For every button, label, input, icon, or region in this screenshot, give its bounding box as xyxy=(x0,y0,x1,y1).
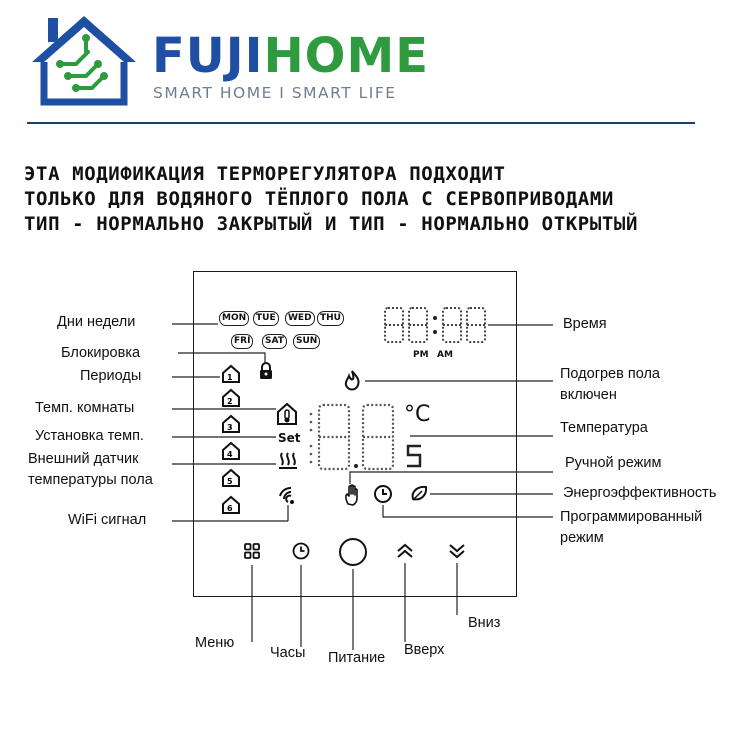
lock-icon xyxy=(260,362,272,379)
day-badge-sat: SAT xyxy=(262,334,287,349)
label-manual: Ручной режим xyxy=(565,455,662,471)
set-temp-small-digit xyxy=(406,444,422,468)
leaf-icon xyxy=(411,485,428,501)
period-2-icon: 2 xyxy=(222,388,240,407)
label-set-temp: Установка темп. xyxy=(35,428,144,444)
period-4-icon: 4 xyxy=(222,441,240,460)
label-room-temp: Темп. комнаты xyxy=(35,400,135,416)
thermometer-house-icon xyxy=(277,402,297,425)
svg-text:1: 1 xyxy=(227,373,233,382)
label-power: Питание xyxy=(328,650,386,666)
label-program-line-1: Программированный xyxy=(560,509,703,525)
brand-name-part2: HOME xyxy=(263,28,430,84)
brand-name-part1: FUJI xyxy=(152,28,264,84)
header-divider xyxy=(27,122,695,124)
menu-grid-icon[interactable] xyxy=(244,543,260,559)
double-chevron-up-icon[interactable] xyxy=(396,543,414,559)
clock-icon xyxy=(374,485,392,503)
day-badge-thu: THU xyxy=(317,311,344,326)
svg-text:4: 4 xyxy=(227,450,233,459)
label-up: Вверх xyxy=(404,642,445,658)
set-indicator: Set xyxy=(278,431,301,445)
fujihome-logo-icon xyxy=(32,16,136,106)
label-menu: Меню xyxy=(195,635,235,651)
flame-icon xyxy=(344,370,360,391)
label-heating-line-2: включен xyxy=(560,387,617,403)
label-weekdays: Дни недели xyxy=(57,314,136,330)
brand-tagline: SMART HOME I SMART LIFE xyxy=(153,84,397,102)
period-6-icon: 6 xyxy=(222,495,240,514)
wifi-icon xyxy=(279,487,294,504)
label-down: Вниз xyxy=(468,615,501,631)
day-badge-tue: TUE xyxy=(253,311,279,326)
label-program-line-2: режим xyxy=(560,530,604,546)
label-clock: Часы xyxy=(270,645,306,661)
celsius-unit: °C xyxy=(404,402,431,427)
headline-line-3: ТИП - НОРМАЛЬНО ЗАКРЫТЫЙ И ТИП - НОРМАЛЬ… xyxy=(24,213,638,235)
period-5-icon: 5 xyxy=(222,468,240,487)
brand-name: FUJIHOME xyxy=(152,32,429,80)
heat-waves-icon xyxy=(279,452,297,469)
label-periods: Периоды xyxy=(80,368,142,384)
day-badge-mon: MON xyxy=(219,311,250,326)
thermostat-panel xyxy=(193,271,517,597)
day-badge-wed: WED xyxy=(285,311,315,326)
label-floor-sensor-line-1: Внешний датчик xyxy=(28,451,139,467)
power-ring-icon[interactable] xyxy=(338,537,368,567)
label-wifi: WiFi сигнал xyxy=(68,512,147,528)
svg-text:2: 2 xyxy=(227,397,233,406)
headline-line-1: ЭТА МОДИФИКАЦИЯ ТЕРМОРЕГУЛЯТОРА ПОДХОДИТ xyxy=(24,163,506,185)
double-chevron-down-icon[interactable] xyxy=(448,543,466,559)
headline-line-2: ТОЛЬКО ДЛЯ ВОДЯНОГО ТЁПЛОГО ПОЛА С СЕРВО… xyxy=(24,188,614,210)
period-3-icon: 3 xyxy=(222,414,240,433)
label-lock: Блокировка xyxy=(61,345,141,361)
label-temperature: Температура xyxy=(560,420,648,436)
svg-text:6: 6 xyxy=(227,504,233,513)
svg-text:5: 5 xyxy=(227,477,233,486)
label-eco: Энергоэффективность xyxy=(563,485,717,501)
clock-button-icon[interactable] xyxy=(292,542,310,560)
svg-text:3: 3 xyxy=(227,423,233,432)
label-time: Время xyxy=(563,316,607,332)
pm-indicator: PM xyxy=(413,350,429,360)
time-segment-display xyxy=(384,307,486,343)
period-1-icon: 1 xyxy=(222,364,240,383)
label-heating-line-1: Подогрев пола xyxy=(560,366,660,382)
day-badge-fri: FRI xyxy=(231,334,254,349)
am-indicator: AM xyxy=(437,350,453,360)
hand-icon xyxy=(345,484,358,506)
day-badge-sun: SUN xyxy=(293,334,321,349)
label-floor-sensor-line-2: температуры пола xyxy=(28,472,153,488)
temperature-segment-display xyxy=(309,403,395,471)
